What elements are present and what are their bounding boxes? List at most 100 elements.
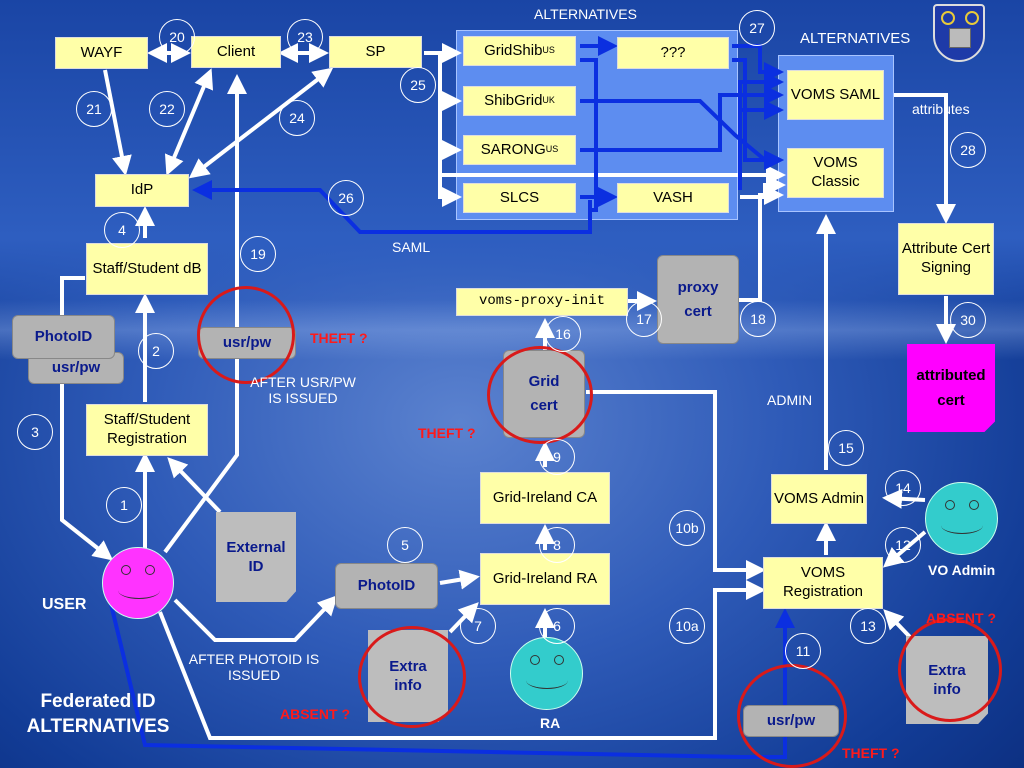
alternatives-right-label: ALTERNATIVES [800,30,911,47]
photoid-mid-box: PhotoID [335,563,438,609]
admin-label: ADMIN [767,392,813,408]
alternatives-top-label: ALTERNATIVES [534,6,637,22]
step-number-28: 28 [950,132,986,168]
photoid-left-box: PhotoID [12,315,115,359]
saml-label: SAML [392,239,431,255]
vo-admin-face-eyes [945,500,981,510]
absent-ring-left [358,626,466,728]
after-usrpw-label: AFTER USR/PW IS ISSUED [250,374,356,406]
voms-proxy-init-box: voms-proxy-init [456,288,628,316]
step-number-30: 30 [950,302,986,338]
voms-admin-box: VOMS Admin [771,474,867,524]
step-number-10b: 10b [669,510,705,546]
idp-box: IdP [95,174,189,207]
step-number-16: 16 [545,316,581,352]
step-number-25: 25 [400,67,436,103]
federated-id-label: Federated ID ALTERNATIVES [26,691,170,737]
gridshib-label: GridShib [484,41,543,59]
edge-sp-idp [188,67,334,179]
edge-db-user [60,276,114,561]
client-box: Client [191,36,281,68]
proxy-cert-box: proxy cert [657,255,739,344]
absent-ring-right [898,618,1002,722]
step-number-14: 14 [885,470,921,506]
shibgrid-sup: UK [542,95,555,106]
step-number-12: 12 [885,527,921,563]
crest-logo-icon [933,4,985,62]
edge-wayf-idp [103,69,132,176]
attribute-cert-signing-box: Attribute Cert Signing [898,223,994,295]
voms-registration-box: VOMS Registration [763,557,883,609]
ra-face-eyes [530,655,566,665]
user-face-eyes [121,565,157,575]
step-number-20: 20 [159,19,195,55]
step-number-17: 17 [626,301,662,337]
edge-sp-slcs [424,51,462,207]
step-number-13: 13 [850,608,886,644]
external-id-note: External ID [216,512,296,602]
grid-ireland-ca-box: Grid-Ireland CA [480,472,610,524]
sarong-sup: US [545,144,559,155]
sp-box: SP [329,36,422,68]
grid-ireland-ra-box: Grid-Ireland RA [480,553,610,605]
user-label: USER [42,596,87,613]
vash-box: VASH [617,183,729,213]
edge-user-client [163,74,247,554]
edge-proxy-voms [738,185,784,302]
staff-db-box: Staff/Student dB [86,243,208,295]
step-number-21: 21 [76,91,112,127]
edge-extra-reg [883,609,912,639]
staff-reg-box: Staff/Student Registration [86,404,208,456]
edge-attributes [894,93,956,224]
absent-left-label: ABSENT ? [280,706,350,722]
step-number-5: 5 [387,527,423,563]
theft-cert-label: THEFT ? [418,425,476,441]
step-number-2: 2 [138,333,174,369]
voms-classic-box: VOMS Classic [787,148,884,198]
user-face-smile [118,582,160,599]
step-number-19: 19 [240,236,276,272]
step-number-8: 8 [539,527,575,563]
step-number-3: 3 [17,414,53,450]
gridshib-sup: US [542,45,555,56]
unknown-box: ??? [617,37,729,69]
step-number-10a: 10a [669,608,705,644]
voms-saml-box: VOMS SAML [787,70,884,120]
ra-face-smile [526,672,568,689]
attributes-label: attributes [912,101,970,117]
theft-ring-bottom [737,664,847,768]
step-number-15: 15 [828,430,864,466]
theft-usrpw-label: THEFT ? [310,330,368,346]
edge-user-photoid [173,595,338,642]
edge-extid-reg [167,457,222,514]
theft-ring-gridcert [487,346,593,444]
wayf-box: WAYF [55,37,148,69]
vo-admin-face-smile [941,517,983,534]
step-number-18: 18 [740,301,776,337]
step-number-23: 23 [287,19,323,55]
edge-photoid-ra [439,569,480,590]
step-number-11: 11 [785,633,821,669]
step-number-9: 9 [539,439,575,475]
step-number-26: 26 [328,180,364,216]
step-number-22: 22 [149,91,185,127]
absent-right-label: ABSENT ? [926,610,996,626]
theft-bottom-label: THEFT ? [842,745,900,761]
step-number-1: 1 [106,487,142,523]
attributed-cert-note: attributed cert [907,344,995,432]
step-number-7: 7 [460,608,496,644]
edge-cert-vomsreg [586,390,766,580]
step-number-24: 24 [279,100,315,136]
step-number-4: 4 [104,212,140,248]
step-number-6: 6 [539,608,575,644]
after-photoid-label: AFTER PHOTOID IS ISSUED [188,651,320,683]
step-number-27: 27 [739,10,775,46]
theft-ring-usrpw [197,286,295,384]
edge-saml-idp [192,180,592,234]
sarong-label: SARONG [480,140,546,158]
edge-user-vomsreg [158,580,766,740]
slcs-box: SLCS [463,183,576,213]
